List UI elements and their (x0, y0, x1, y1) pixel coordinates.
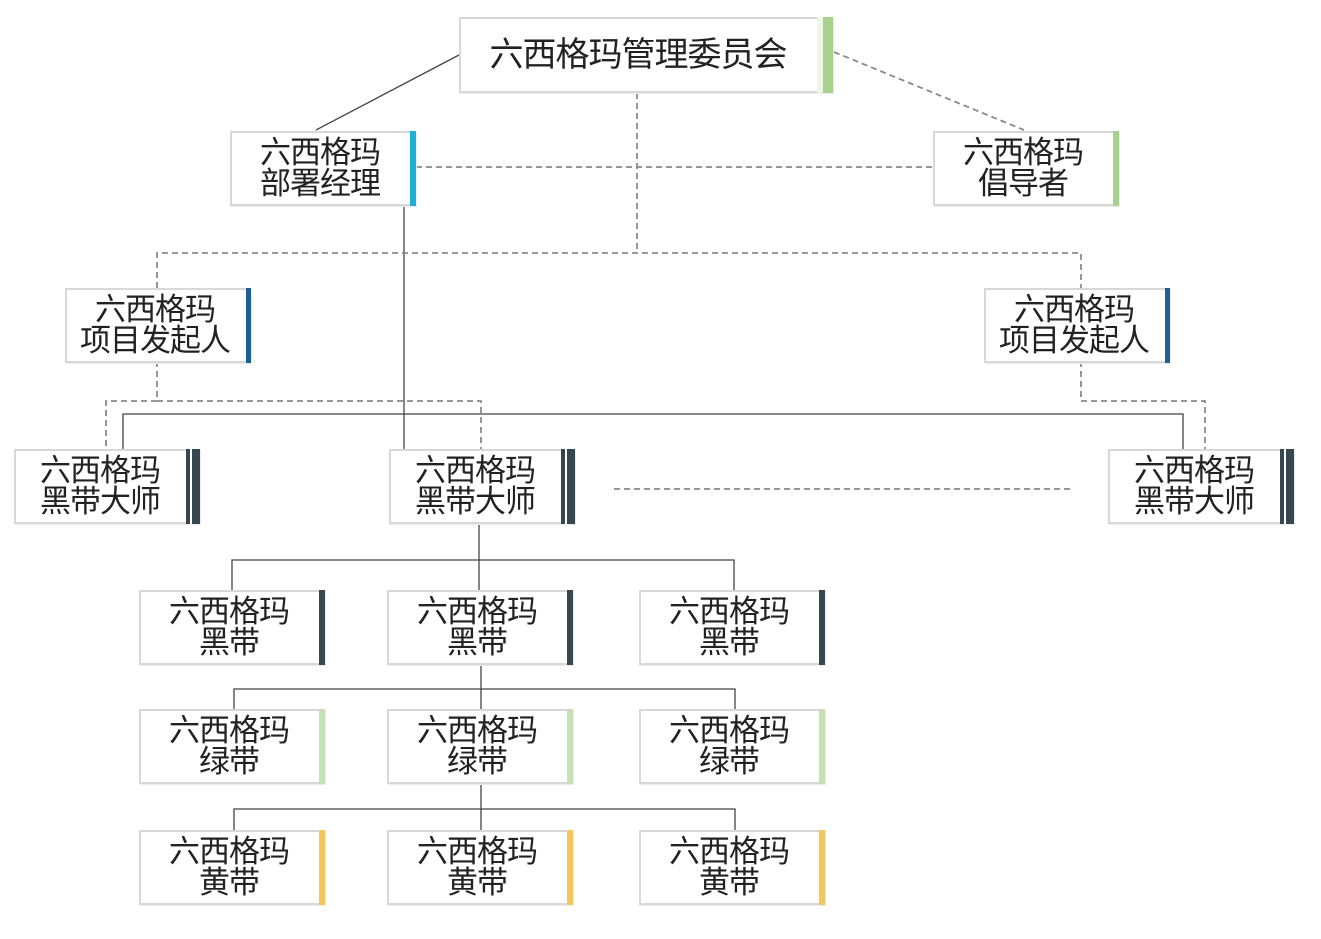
dashed-bus-sponsor-right-mbb (1080, 361, 1206, 450)
node-line2: 黑带 (199, 624, 260, 661)
accent-bar (1165, 288, 1170, 363)
node-gb-1: 六西格玛 绿带 (139, 709, 325, 784)
accent-bar (819, 830, 825, 905)
node-line2: 黄带 (699, 864, 760, 901)
node-deployment-manager: 六西格玛 部署经理 (230, 131, 416, 206)
node-line2: 黄带 (199, 864, 260, 901)
node-sponsor-left: 六西格玛 项目发起人 (65, 288, 251, 363)
node-line2: 黑带大师 (415, 483, 536, 520)
node-line2: 黑带 (447, 624, 508, 661)
node-line1: 六西格玛 (417, 833, 538, 870)
node-mbb-center: 六西格玛 黑带大师 (389, 449, 575, 524)
node-line1: 六西格玛 (415, 452, 536, 489)
node-line1: 六西格玛 (95, 291, 216, 328)
node-committee: 六西格玛管理委员会 (459, 17, 833, 93)
node-line2: 黄带 (447, 864, 508, 901)
accent-bar (567, 709, 573, 784)
accent-bar (817, 17, 833, 93)
node-line1: 六西格玛 (40, 452, 161, 489)
node-line2: 绿带 (699, 743, 760, 780)
node-champion: 六西格玛 倡导者 (933, 131, 1119, 206)
solid-bus-gb (233, 688, 736, 710)
node-line2: 黑带大师 (40, 483, 161, 520)
node-line2: 黑带大师 (1134, 483, 1255, 520)
node-bb-3: 六西格玛 黑带 (639, 590, 825, 665)
node-mbb-left: 六西格玛 黑带大师 (14, 449, 200, 524)
node-bb-2: 六西格玛 黑带 (387, 590, 573, 665)
node-line1: 六西格玛 (963, 134, 1084, 171)
node-gb-3: 六西格玛 绿带 (639, 709, 825, 784)
node-line1: 六西格玛 (669, 593, 790, 630)
node-line1: 六西格玛 (669, 833, 790, 870)
node-line1: 六西格玛 (1014, 291, 1135, 328)
dashed-link-sponsor-left-mbb-center (157, 400, 482, 450)
dashed-bus-sponsor-left-mbb (105, 361, 158, 450)
node-line1: 六西格玛 (169, 593, 290, 630)
dashed-bus-sponsors (156, 252, 1082, 288)
accent-bar (410, 131, 416, 206)
accent-bar (1280, 449, 1294, 524)
node-line1: 六西格玛 (417, 712, 538, 749)
node-line2: 绿带 (447, 743, 508, 780)
solid-bus-yb (233, 808, 736, 830)
accent-bar (186, 449, 200, 524)
solid-bus-bb (231, 559, 735, 590)
node-line2: 项目发起人 (999, 322, 1150, 359)
node-line2: 项目发起人 (80, 322, 231, 359)
accent-bar (319, 830, 325, 905)
node-mbb-right: 六西格玛 黑带大师 (1108, 449, 1294, 524)
accent-bar (246, 288, 251, 363)
node-line1: 六西格玛 (417, 593, 538, 630)
node-line1: 六西格玛 (169, 712, 290, 749)
accent-bar (819, 709, 825, 784)
node-yb-1: 六西格玛 黄带 (139, 830, 325, 905)
node-line2: 绿带 (199, 743, 260, 780)
node-line1: 六西格玛 (669, 712, 790, 749)
node-yb-3: 六西格玛 黄带 (639, 830, 825, 905)
solid-link-committee-deployment (315, 54, 460, 131)
accent-bar (319, 709, 325, 784)
dashed-link-committee-champion (833, 51, 1025, 131)
node-line2: 黑带 (699, 624, 760, 661)
accent-bar (567, 590, 573, 665)
committee-label: 六西格玛管理委员会 (489, 35, 788, 75)
node-line1: 六西格玛 (1134, 452, 1255, 489)
accent-bar (319, 590, 325, 665)
solid-bus-mbb (122, 413, 1184, 450)
accent-bar (819, 590, 825, 665)
node-line2: 倡导者 (978, 165, 1069, 202)
node-line1: 六西格玛 (260, 134, 381, 171)
node-sponsor-right: 六西格玛 项目发起人 (984, 288, 1170, 363)
accent-bar (567, 830, 573, 905)
node-line2: 部署经理 (260, 165, 381, 202)
node-yb-2: 六西格玛 黄带 (387, 830, 573, 905)
accent-bar (561, 449, 575, 524)
node-line1: 六西格玛 (169, 833, 290, 870)
accent-bar (1113, 131, 1119, 206)
node-gb-2: 六西格玛 绿带 (387, 709, 573, 784)
node-bb-1: 六西格玛 黑带 (139, 590, 325, 665)
